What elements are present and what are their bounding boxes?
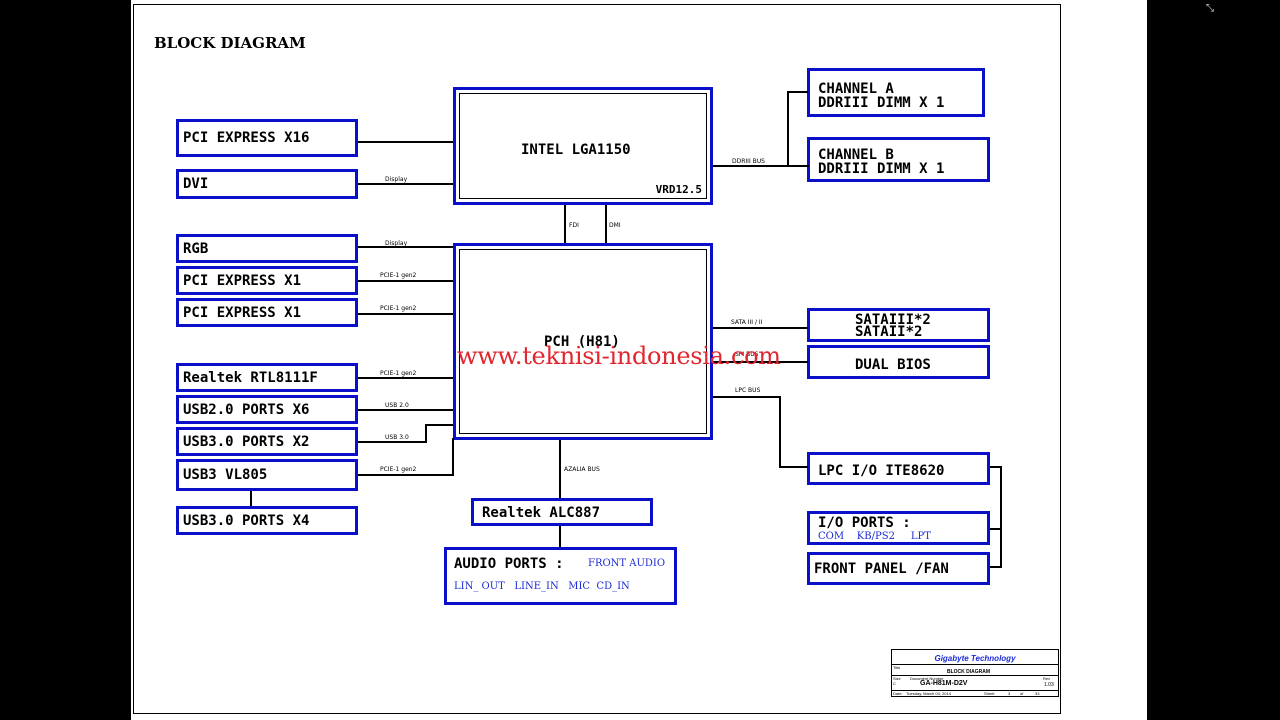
- rear-audio-label: LIN_ OUT LINE_IN MIC CD_IN: [454, 581, 630, 592]
- usb3-vl805-block: USB3 VL805: [176, 459, 358, 491]
- pci-express-x1-block-2: PCI EXPRESS X1: [176, 298, 358, 327]
- usb3-bus-label: USB 3.0: [385, 434, 409, 441]
- title-block: Gigabyte Technology Title BLOCK DIAGRAM …: [891, 649, 1059, 697]
- channel-b-block: CHANNEL B DDRIII DIMM X 1: [807, 137, 990, 182]
- pci-express-x16-block: PCI EXPRESS X16: [176, 119, 358, 157]
- pcie-label-4: PCIE-1 gen2: [380, 466, 417, 473]
- channel-a-block: CHANNEL A DDRIII DIMM X 1: [807, 68, 985, 117]
- lpc-bus-label: LPC BUS: [735, 387, 761, 394]
- pcie-label-1: PCIE-1 gen2: [380, 272, 417, 279]
- front-audio-label: FRONT AUDIO: [588, 558, 666, 569]
- display-bus-label-2: Display: [385, 240, 408, 247]
- realtek-lan-block: Realtek RTL8111F: [176, 363, 358, 392]
- rgb-block: RGB: [176, 234, 358, 263]
- sheet-frame: [133, 4, 1061, 714]
- usb2-bus-label: USB 2.0: [385, 402, 409, 409]
- io-ports-list: COM KB/PS2 LPT: [818, 531, 931, 542]
- display-bus-label-1: Display: [385, 176, 408, 183]
- schematic-sheet: BLOCK DIAGRAM INTEL LGA1150 VRD12.5 PCH …: [131, 0, 1147, 720]
- usb3-ports-x2-block: USB3.0 PORTS X2: [176, 427, 358, 456]
- spi-bus-label: SPI BUS: [735, 351, 759, 358]
- diagram-title: BLOCK DIAGRAM: [154, 34, 306, 52]
- azalia-bus-label: AZALIA BUS: [564, 466, 600, 473]
- audio-ports-block: AUDIO PORTS : FRONT AUDIO LIN_ OUT LINE_…: [444, 547, 677, 605]
- cpu-label: INTEL LGA1150: [521, 142, 631, 158]
- sata-block: SATAIII*2 SATAII*2: [807, 308, 990, 342]
- cpu-vrd: VRD12.5: [655, 183, 702, 196]
- pch-label: PCH (H81): [544, 334, 620, 350]
- fdi-label: FDI: [569, 222, 579, 229]
- title-block-title: BLOCK DIAGRAM: [947, 669, 991, 675]
- document-number: GA-H81M-D2V: [920, 680, 968, 687]
- watermark: www.teknisi-indonesia.com: [457, 342, 781, 370]
- usb3-ports-x4-block: USB3.0 PORTS X4: [176, 506, 358, 535]
- usb2-ports-block: USB2.0 PORTS X6: [176, 395, 358, 424]
- realtek-alc887-block: Realtek ALC887: [471, 498, 653, 526]
- sata-bus-label: SATA III / II: [731, 319, 763, 326]
- ddr-bus-label: DDRIII BUS: [732, 158, 765, 165]
- cpu-block: INTEL LGA1150 VRD12.5: [453, 87, 713, 205]
- lpc-io-block: LPC I/O ITE8620: [807, 452, 990, 485]
- dvi-block: DVI: [176, 169, 358, 199]
- pci-express-x1-block-1: PCI EXPRESS X1: [176, 266, 358, 295]
- front-panel-block: FRONT PANEL /FAN: [807, 552, 990, 585]
- dual-bios-block: DUAL BIOS: [807, 345, 990, 379]
- pcie-label-3: PCIE-1 gen2: [380, 370, 417, 377]
- company-name: Gigabyte Technology: [934, 654, 1016, 663]
- pch-block: PCH (H81): [453, 243, 713, 440]
- dmi-label: DMI: [609, 222, 621, 229]
- io-ports-block: I/O PORTS : COM KB/PS2 LPT: [807, 511, 990, 545]
- exit-fullscreen-icon[interactable]: ⤡: [1206, 3, 1214, 14]
- pcie-label-2: PCIE-1 gen2: [380, 305, 417, 312]
